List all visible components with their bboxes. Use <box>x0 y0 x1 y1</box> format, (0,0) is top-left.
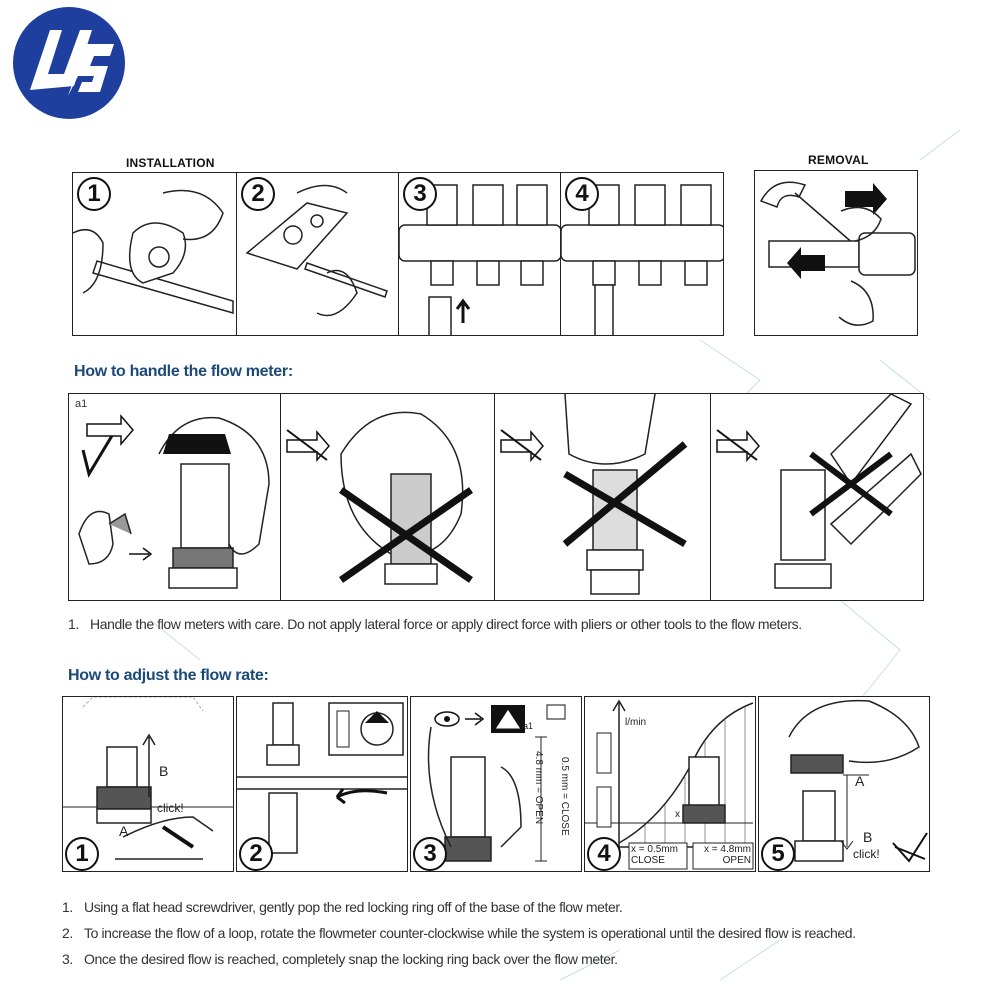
handle-instruction-1: 1.Handle the flow meters with care. Do n… <box>68 616 802 632</box>
adjust-step-5-badge: 5 <box>761 837 795 871</box>
adjust-instruction-1-text: Using a flat head screwdriver, gently po… <box>84 899 622 915</box>
adjust-step-2-badge: 2 <box>239 837 273 871</box>
adjust-label-click-5: click! <box>853 847 880 861</box>
adjust-label-click: click! <box>157 801 184 815</box>
adjust-panel-5: A B click! 5 <box>758 696 930 872</box>
adjust-instruction-1-number: 1. <box>62 899 84 915</box>
adjust-label-x: x <box>675 809 680 820</box>
removal-panel <box>754 170 918 336</box>
adjust-instruction-2: 2.To increase the flow of a loop, rotate… <box>62 925 856 941</box>
adjust-instruction-3-number: 3. <box>62 951 84 967</box>
wrong-top-grip-illustration <box>495 394 711 600</box>
adjust-instruction-2-text: To increase the flow of a loop, rotate t… <box>84 925 856 941</box>
adjust-label-a1: a1 <box>523 721 533 731</box>
removal-illustration <box>755 171 918 336</box>
adjust-instruction-3: 3.Once the desired flow is reached, comp… <box>62 951 618 967</box>
installation-strip: 1 2 3 <box>72 172 724 336</box>
handle-section-title: How to handle the flow meter: <box>74 363 293 381</box>
correct-handling-illustration <box>69 394 281 600</box>
installation-step-2-badge: 2 <box>241 177 275 211</box>
adjust-label-x-open: x = 4.8mm <box>697 844 751 855</box>
adjust-panel-3: a1 0.5 mm = CLOSE 4.8 mm = OPEN 3 <box>410 696 582 872</box>
adjust-panel-1: B click! A 1 <box>62 696 234 872</box>
installation-step-3-badge: 3 <box>403 177 437 211</box>
adjust-step-4-badge: 4 <box>587 837 621 871</box>
installation-heading: INSTALLATION <box>126 156 215 170</box>
installation-panel-3: 3 <box>399 173 561 335</box>
adjust-panel-4: l/min x x = 0.5mm CLOSE x = 4.8mm OPEN 4 <box>584 696 756 872</box>
handle-panel-wrong-2 <box>495 394 711 600</box>
adjust-label-b: B <box>159 763 168 779</box>
adjust-label-lmin: l/min <box>625 717 646 728</box>
installation-step-1-badge: 1 <box>77 177 111 211</box>
installation-step-4-badge: 4 <box>565 177 599 211</box>
wrong-grip-illustration <box>281 394 495 600</box>
adjust-label-x-open-box: x = 4.8mm OPEN <box>697 844 751 866</box>
handle-strip: a1 <box>68 393 924 601</box>
handle-instruction-text: Handle the flow meters with care. Do not… <box>90 616 802 632</box>
adjust-label-a-5: A <box>855 773 864 789</box>
installation-panel-4: 4 <box>561 173 724 335</box>
wrong-pliers-illustration <box>711 394 924 600</box>
adjust-section-title: How to adjust the flow rate: <box>68 667 269 685</box>
installation-panel-1: 1 <box>73 173 237 335</box>
installation-panel-2: 2 <box>237 173 399 335</box>
adjust-label-x-close-box: x = 0.5mm CLOSE <box>631 844 678 866</box>
adjust-instruction-2-number: 2. <box>62 925 84 941</box>
removal-heading: REMOVAL <box>808 153 869 167</box>
handle-panel-wrong-1 <box>281 394 495 600</box>
adjust-step-3-badge: 3 <box>413 837 447 871</box>
adjust-instruction-3-text: Once the desired flow is reached, comple… <box>84 951 618 967</box>
adjust-label-b-5: B <box>863 829 872 845</box>
brand-logo <box>8 4 130 122</box>
adjust-label-open-dim: 4.8 mm = OPEN <box>533 751 544 824</box>
adjust-label-close: CLOSE <box>631 855 678 866</box>
adjust-instruction-1: 1.Using a flat head screwdriver, gently … <box>62 899 622 915</box>
adjust-label-open: OPEN <box>697 855 751 866</box>
adjust-label-close-dim: 0.5 mm = CLOSE <box>559 757 570 836</box>
handle-panel-correct: a1 <box>69 394 281 600</box>
handle-panel-label: a1 <box>75 398 87 410</box>
handle-instruction-number: 1. <box>68 616 90 632</box>
adjust-step-1-badge: 1 <box>65 837 99 871</box>
adjust-panel-2: 2 <box>236 696 408 872</box>
handle-panel-wrong-3 <box>711 394 924 600</box>
adjust-label-a: A <box>119 823 128 839</box>
adjust-label-x-close: x = 0.5mm <box>631 844 678 855</box>
